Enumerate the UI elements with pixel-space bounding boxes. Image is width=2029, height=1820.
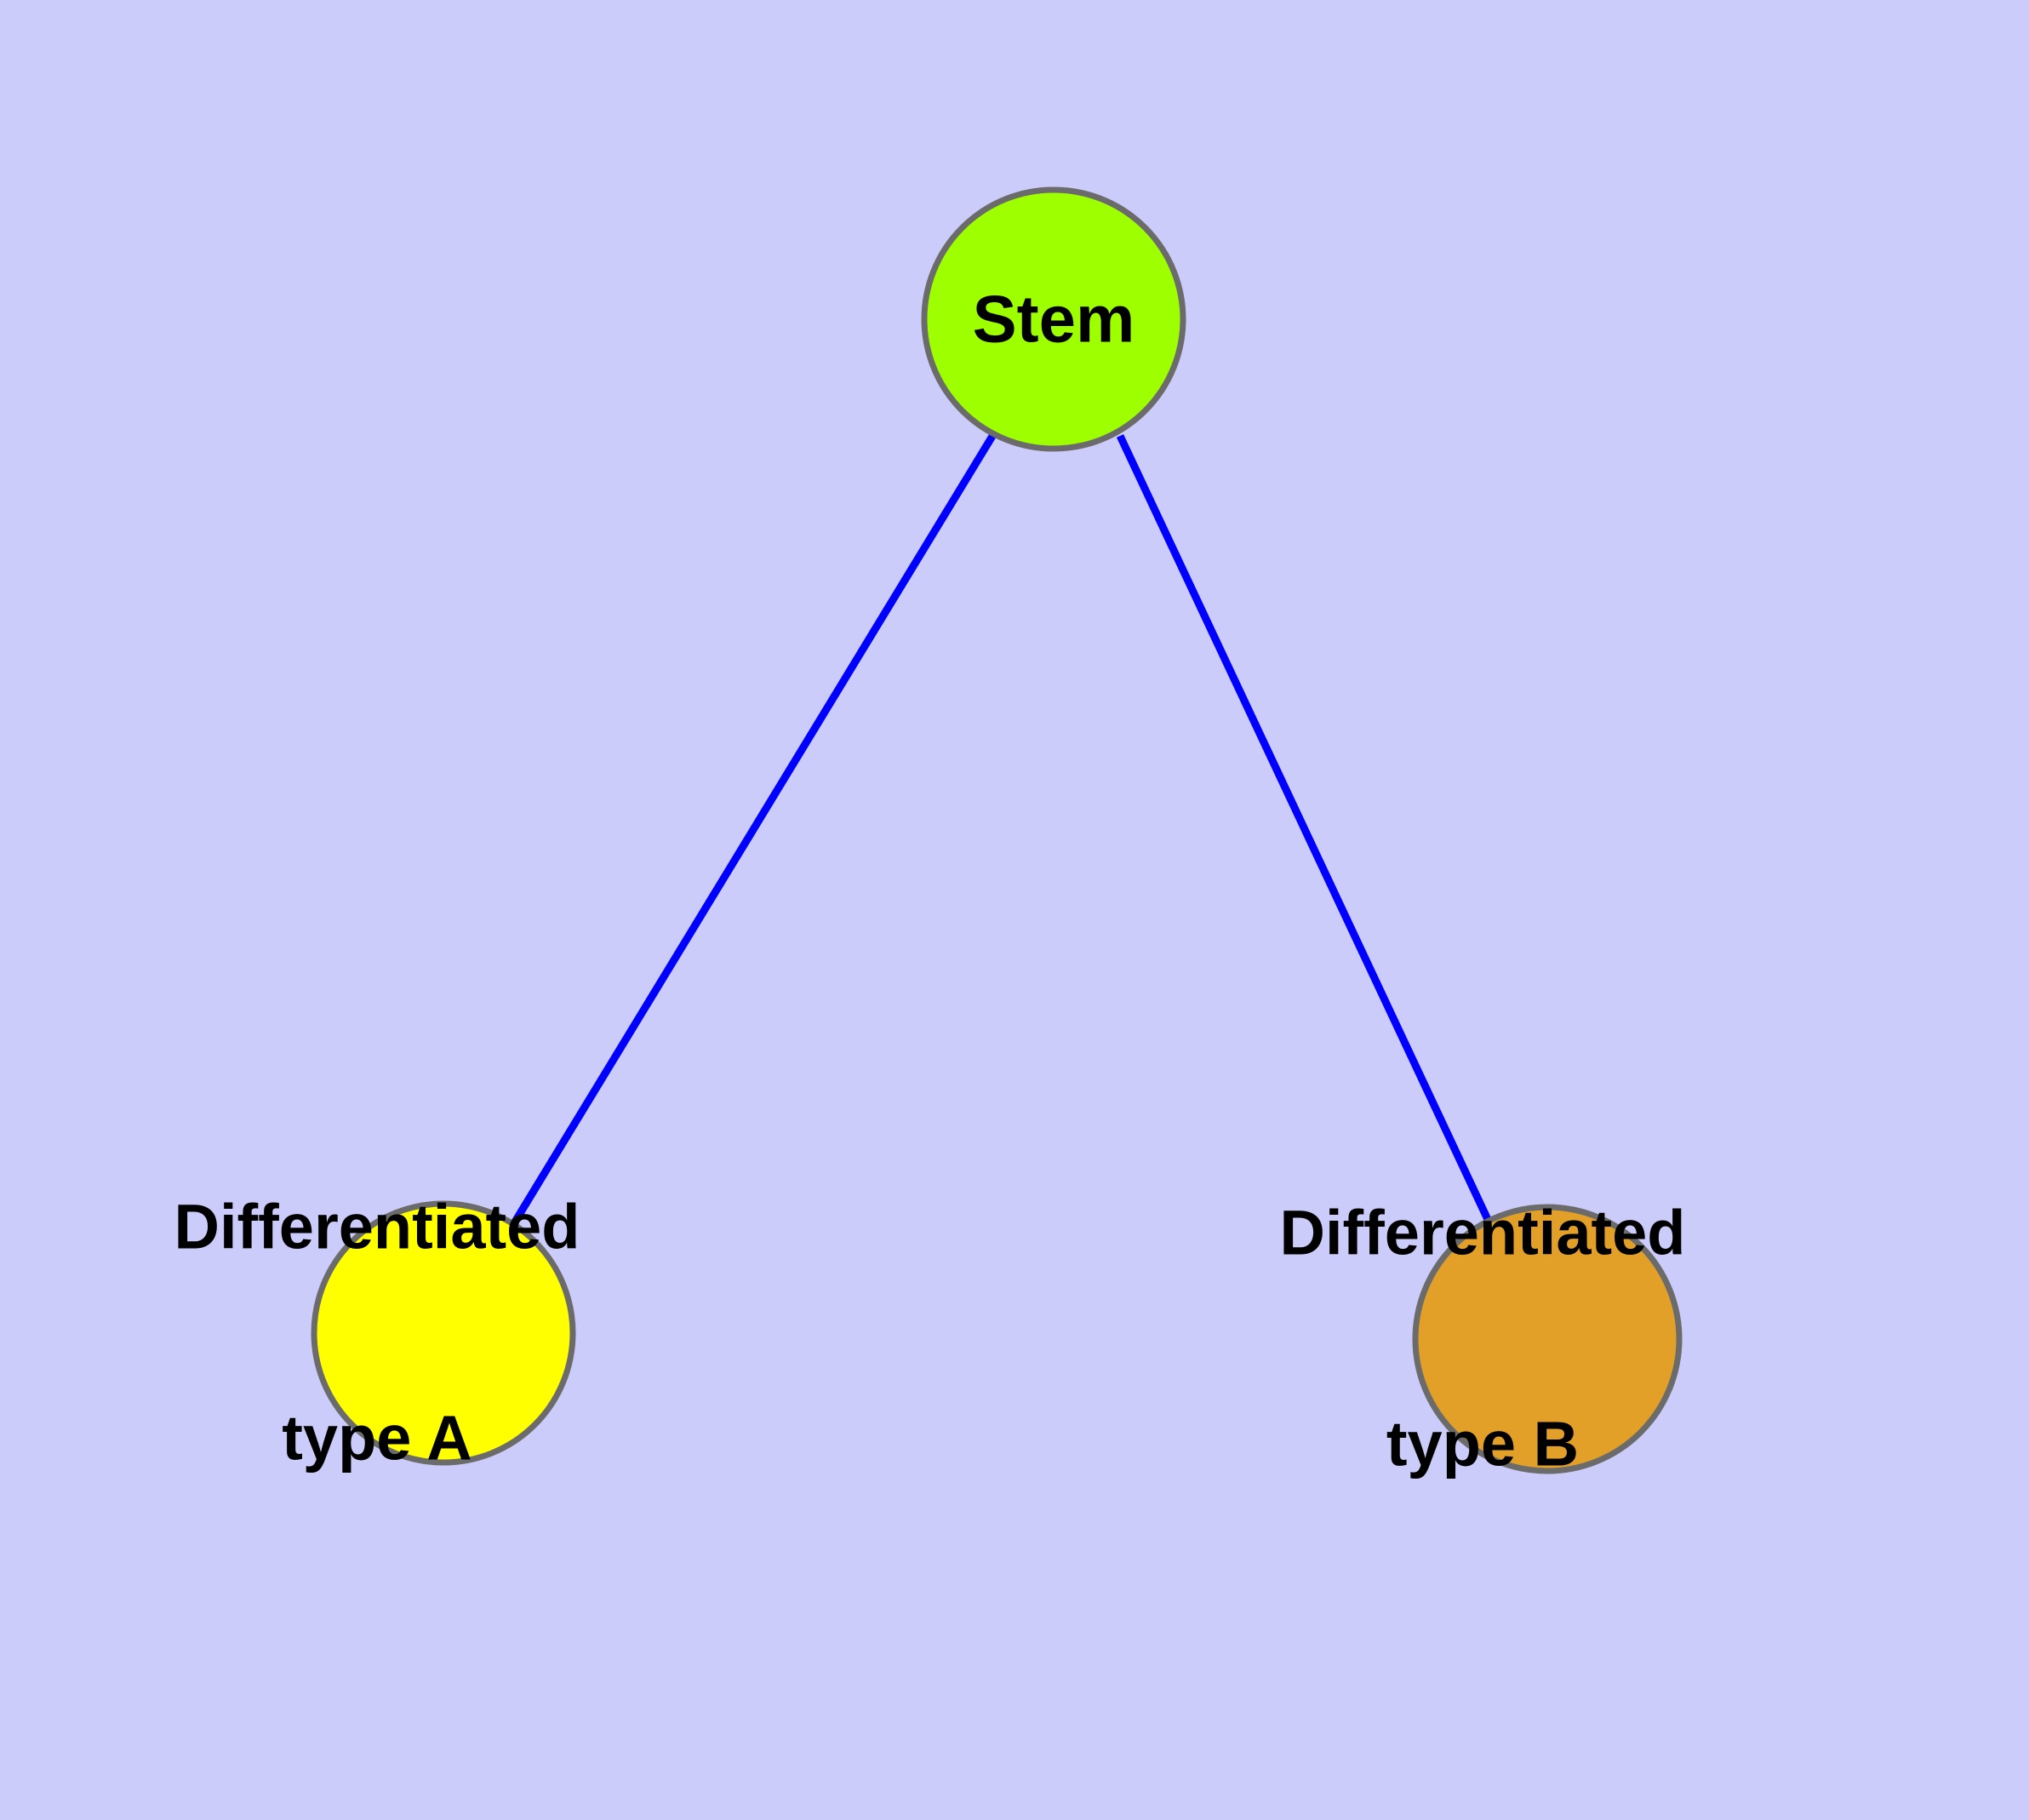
graph-node-stem[interactable] bbox=[921, 186, 1186, 452]
graph-node-diff-b[interactable] bbox=[1412, 1204, 1683, 1474]
nodes-layer bbox=[311, 186, 1683, 1474]
graph-edge bbox=[511, 431, 997, 1226]
graph-node-diff-a[interactable] bbox=[311, 1200, 576, 1466]
edges-layer bbox=[511, 431, 1495, 1228]
graph-edge bbox=[1116, 434, 1495, 1228]
